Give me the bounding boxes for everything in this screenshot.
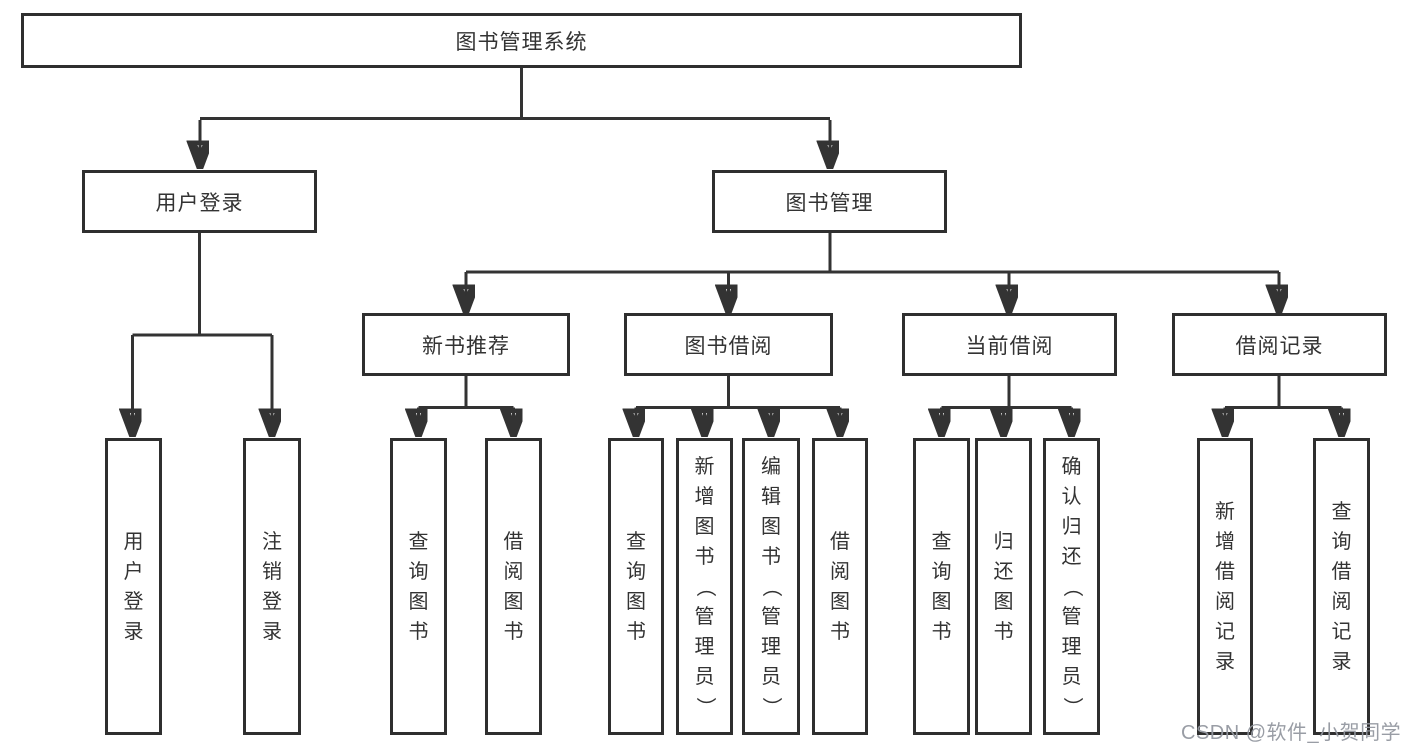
node-query-borrow-record-label: 查询借阅记录 [1331, 500, 1352, 673]
connector-borrow-records-branch [1225, 376, 1342, 432]
connector-root-to-level2 [200, 68, 830, 164]
node-confirm-return-admin: 确认归还（管理员） [1043, 438, 1100, 735]
node-book-management: 图书管理 [712, 170, 947, 233]
node-borrow-books-recommend: 借阅图书 [485, 438, 542, 735]
node-logout: 注销登录 [243, 438, 301, 735]
node-borrowing-records-label: 借阅记录 [1235, 334, 1324, 358]
node-new-book-recommendation: 新书推荐 [362, 313, 570, 376]
node-borrow-books-borrowing-label: 借阅图书 [830, 530, 850, 643]
connector-book-mgmt-to-level3 [466, 233, 1279, 308]
node-current-borrowing-label: 当前借阅 [965, 334, 1054, 358]
node-query-books-recommend-label: 查询图书 [408, 530, 429, 643]
node-login: 用户登录 [105, 438, 162, 735]
node-query-books-recommend: 查询图书 [390, 438, 447, 735]
node-book-borrowing: 图书借阅 [624, 313, 833, 376]
node-confirm-return-admin-label: 确认归还（管理员） [1060, 455, 1083, 717]
node-query-books-current-label: 查询图书 [931, 530, 952, 643]
node-user-login: 用户登录 [82, 170, 317, 233]
node-book-borrowing-label: 图书借阅 [684, 334, 773, 358]
node-query-books-current: 查询图书 [913, 438, 970, 735]
connector-book-borrow-branch [636, 376, 840, 432]
node-query-books-borrowing-label: 查询图书 [626, 530, 646, 643]
node-add-books-admin: 新增图书（管理员） [676, 438, 733, 735]
node-borrow-books-borrowing: 借阅图书 [812, 438, 868, 735]
node-logout-label: 注销登录 [262, 530, 282, 643]
node-add-borrow-record: 新增借阅记录 [1197, 438, 1253, 735]
node-book-management-system-label: 图书管理系统 [455, 30, 588, 54]
node-return-books: 归还图书 [975, 438, 1032, 735]
node-user-login-label: 用户登录 [155, 191, 244, 215]
node-query-borrow-record: 查询借阅记录 [1313, 438, 1370, 735]
node-query-books-borrowing: 查询图书 [608, 438, 664, 735]
csdn-watermark: CSDN @软件_小贺同学 [1181, 722, 1402, 744]
node-edit-books-admin-label: 编辑图书（管理员） [760, 455, 782, 717]
node-book-management-label: 图书管理 [785, 191, 874, 215]
node-book-management-system: 图书管理系统 [21, 13, 1022, 68]
node-borrow-books-recommend-label: 借阅图书 [503, 530, 524, 643]
node-current-borrowing: 当前借阅 [902, 313, 1117, 376]
connector-current-borrow-branch [942, 376, 1072, 432]
node-return-books-label: 归还图书 [993, 530, 1014, 643]
connector-user-login-branch [133, 233, 273, 432]
node-edit-books-admin: 编辑图书（管理员） [742, 438, 800, 735]
node-add-books-admin-label: 新增图书（管理员） [693, 455, 716, 717]
node-add-borrow-record-label: 新增借阅记录 [1215, 500, 1235, 673]
connector-new-book-rec-branch [419, 376, 514, 432]
node-login-label: 用户登录 [123, 530, 144, 643]
node-borrowing-records: 借阅记录 [1172, 313, 1387, 376]
node-new-book-recommendation-label: 新书推荐 [422, 334, 510, 358]
